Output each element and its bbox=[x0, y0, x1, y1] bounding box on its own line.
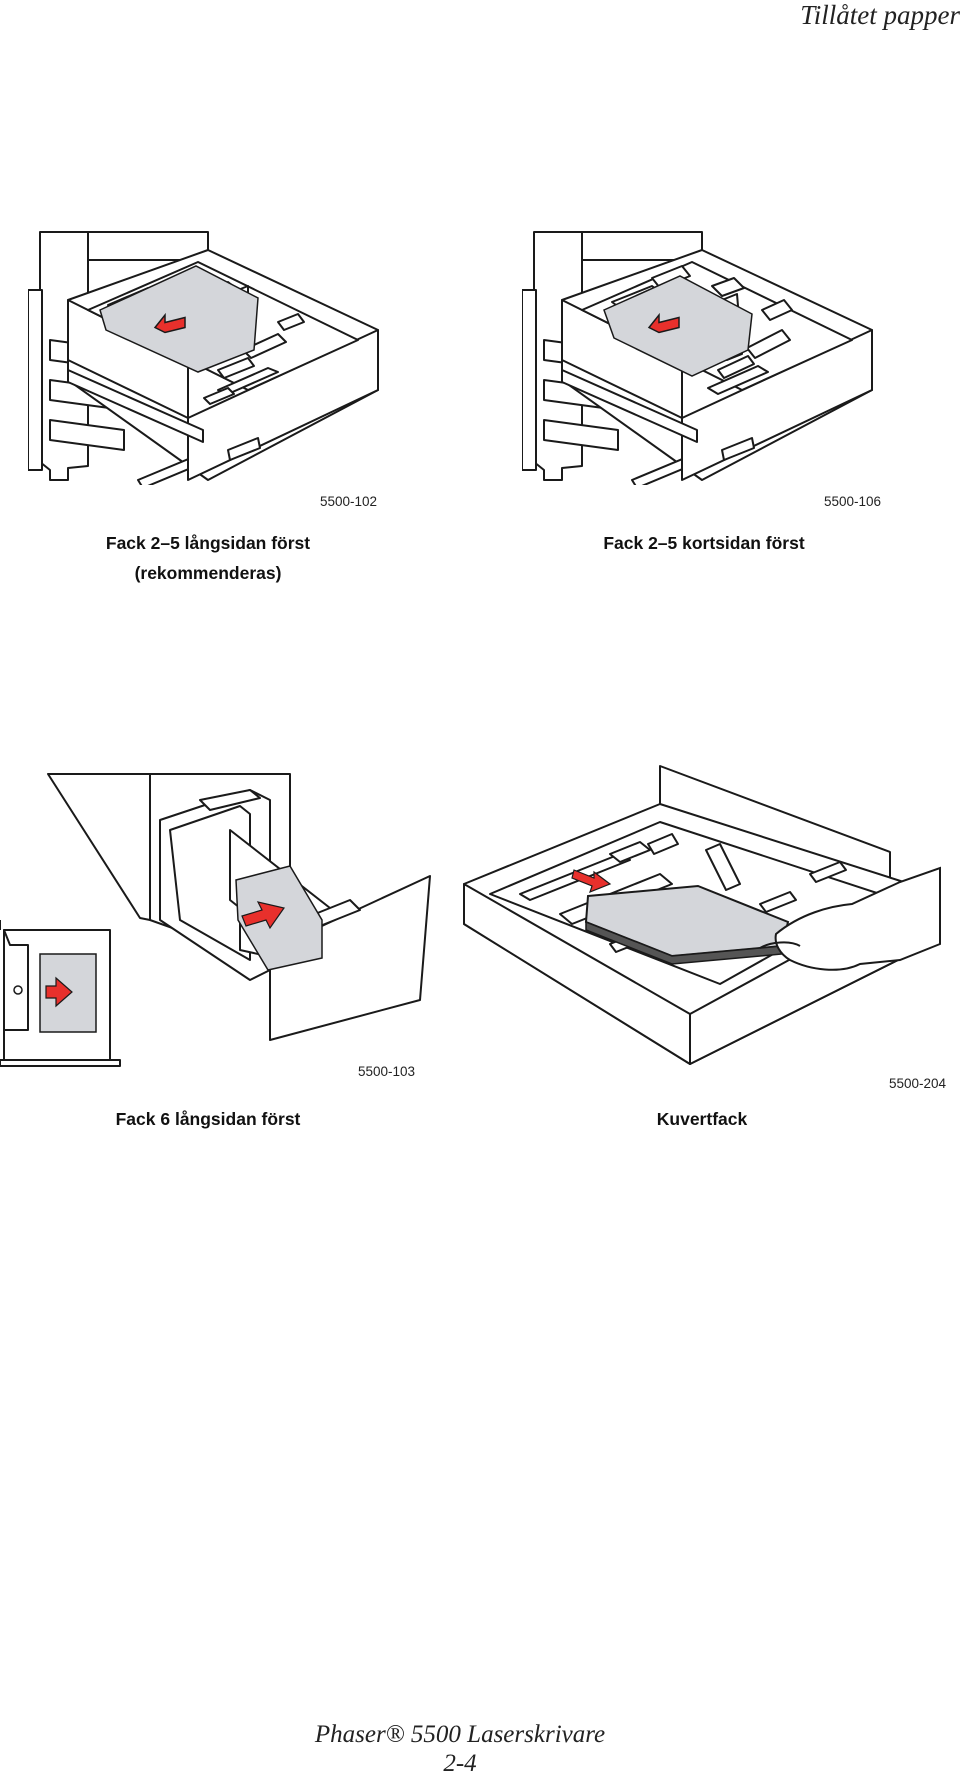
figure-caption: Kuvertfack bbox=[554, 1104, 850, 1134]
figure-tray6-long-edge bbox=[0, 770, 440, 1070]
paper-load-arrow-icon bbox=[153, 312, 186, 334]
figure-code: 5500-102 bbox=[320, 494, 378, 509]
figure-caption-line: (rekommenderas) bbox=[134, 563, 282, 583]
paper-load-arrow-icon bbox=[45, 976, 73, 1008]
product-name: Phaser® 5500 Laserskrivare bbox=[314, 1721, 606, 1748]
paper-load-arrow-icon bbox=[241, 901, 286, 930]
page-number: 2-4 bbox=[443, 1750, 477, 1777]
tray-illustration bbox=[28, 231, 379, 485]
tray-illustration bbox=[463, 765, 941, 1065]
figure-tray-long-edge bbox=[28, 230, 388, 485]
figure-caption: Fack 2–5 långsidan först (rekommenderas) bbox=[60, 528, 356, 588]
figure-code: 5500-103 bbox=[358, 1064, 416, 1079]
figure-caption-line: Fack 2–5 kortsidan först bbox=[603, 533, 805, 553]
paper-load-arrow-icon bbox=[571, 869, 612, 894]
figure-caption: Fack 6 långsidan först bbox=[60, 1104, 356, 1134]
figure-envelope-tray bbox=[460, 764, 945, 1074]
figure-tray-short-edge bbox=[522, 230, 882, 485]
tray-illustration bbox=[0, 773, 431, 1067]
figure-code: 5500-204 bbox=[889, 1076, 947, 1091]
figure-caption-line: Kuvertfack bbox=[656, 1109, 748, 1129]
figure-caption-line: Fack 6 långsidan först bbox=[115, 1109, 301, 1129]
figure-code: 5500-106 bbox=[824, 494, 882, 509]
tray-illustration bbox=[522, 231, 873, 485]
paper-load-arrow-icon bbox=[647, 312, 680, 334]
page-footer: Phaser® 5500 Laserskrivare 2-4 bbox=[0, 1720, 920, 1778]
figure-caption: Fack 2–5 kortsidan först bbox=[556, 528, 852, 558]
section-header: Tillåtet papper bbox=[800, 0, 960, 30]
figure-caption-line: Fack 2–5 långsidan först bbox=[105, 533, 311, 553]
